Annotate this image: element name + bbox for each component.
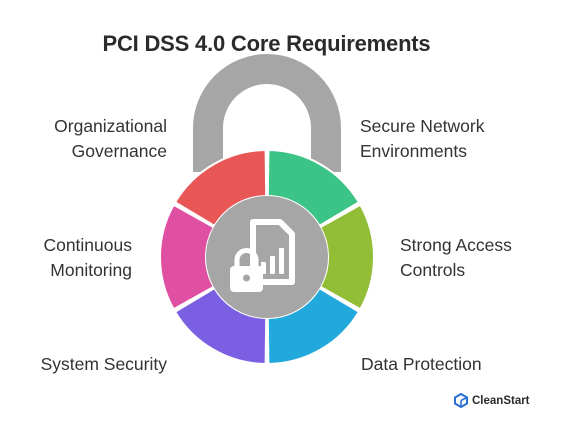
label-system-security: System Security (40, 354, 167, 374)
padlock-icon (230, 248, 263, 292)
page-title: PCI DSS 4.0 Core Requirements (102, 31, 431, 56)
brand-logo: CleanStart (454, 393, 530, 408)
center-circle (206, 196, 328, 318)
lock-shackle (193, 54, 341, 172)
label-data-protection: Data Protection (361, 354, 482, 374)
brand-name: CleanStart (472, 394, 530, 407)
cube-logo-icon (454, 393, 468, 408)
